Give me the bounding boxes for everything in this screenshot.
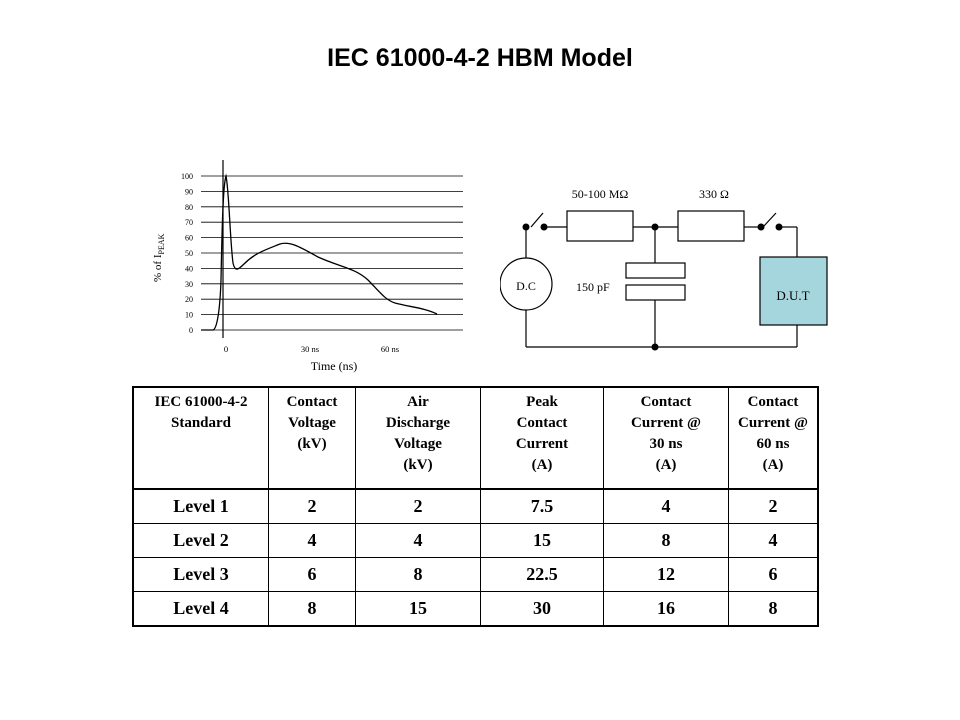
y-axis-label-sub: PEAK xyxy=(157,233,166,254)
current-60ns-cell: 4 xyxy=(728,523,818,558)
current-waveform-graph: 0 10 20 30 40 50 60 70 80 90 100 0 30 ns 60 ns Tim… xyxy=(152,160,463,373)
air-discharge-voltage-cell: 8 xyxy=(355,557,481,592)
dut-box xyxy=(759,256,828,326)
air-discharge-voltage-cell: 2 xyxy=(355,488,481,524)
capacitor-label: 150 pF xyxy=(576,280,610,294)
peak-current-cell: 15 xyxy=(480,523,604,558)
current-30ns-cell: 4 xyxy=(603,488,729,524)
peak-current-cell: 22.5 xyxy=(480,557,604,592)
y-tick-label: 10 xyxy=(185,311,193,320)
table-row: Level 4 8 15 30 16 8 xyxy=(133,591,818,626)
table-row: Level 2 4 4 15 8 4 xyxy=(133,523,818,558)
y-axis-label-main: % of I xyxy=(152,254,164,282)
x-tick-label: 60 ns xyxy=(381,344,399,354)
contact-voltage-cell: 4 xyxy=(268,523,356,558)
current-30ns-cell: 8 xyxy=(603,523,729,558)
resistor2-label: 330 Ω xyxy=(699,187,729,201)
current-30ns-cell: 16 xyxy=(603,591,729,626)
resistor-330 xyxy=(677,210,745,242)
y-tick-label: 0 xyxy=(189,326,193,335)
y-tick-label: 20 xyxy=(185,295,193,304)
contact-voltage-cell: 6 xyxy=(268,557,356,592)
x-tick-label: 0 xyxy=(224,344,228,354)
header-contact-current-60ns: Contact Current @ 60 ns (A) xyxy=(728,387,818,490)
contact-voltage-cell: 2 xyxy=(268,488,356,524)
level-cell: Level 3 xyxy=(133,557,269,592)
capacitor-plate-bottom xyxy=(625,284,686,301)
header-contact-current-30ns: Contact Current @ 30 ns (A) xyxy=(603,387,729,490)
y-tick-label: 80 xyxy=(185,203,193,212)
y-tick-label: 100 xyxy=(181,172,193,181)
junction-dots xyxy=(522,223,783,351)
y-axis-label: % of IPEAK xyxy=(152,233,166,282)
header-contact-voltage: Contact Voltage (kV) xyxy=(268,387,356,490)
peak-current-cell: 7.5 xyxy=(480,488,604,524)
air-discharge-voltage-cell: 15 xyxy=(355,591,481,626)
level-cell: Level 1 xyxy=(133,488,269,524)
current-waveform-curve xyxy=(201,173,438,331)
table-row: Level 3 6 8 22.5 12 6 xyxy=(133,557,818,592)
esd-level-table: IEC 61000-4-2 Standard Contact Voltage (… xyxy=(132,386,819,627)
resistor-50-100m xyxy=(566,210,634,242)
y-tick-label: 50 xyxy=(185,249,193,258)
circuit-wires xyxy=(525,212,798,348)
dc-source xyxy=(500,257,553,311)
y-tick-label: 70 xyxy=(185,218,193,227)
dut-label: D.U.T xyxy=(776,288,809,303)
level-cell: Level 2 xyxy=(133,523,269,558)
table-row: Level 1 2 2 7.5 4 2 xyxy=(133,488,818,524)
capacitor-plate-top xyxy=(625,262,686,279)
current-60ns-cell: 2 xyxy=(728,488,818,524)
air-discharge-voltage-cell: 4 xyxy=(355,523,481,558)
y-tick-label: 60 xyxy=(185,234,193,243)
table-header-row: IEC 61000-4-2 Standard Contact Voltage (… xyxy=(133,387,818,490)
contact-voltage-cell: 8 xyxy=(268,591,356,626)
header-peak-contact-current: Peak Contact Current (A) xyxy=(480,387,604,490)
peak-current-cell: 30 xyxy=(480,591,604,626)
header-standard: IEC 61000-4-2 Standard xyxy=(133,387,269,490)
page-title: IEC 61000-4-2 HBM Model xyxy=(327,44,633,72)
graph-grid xyxy=(201,175,463,331)
dc-source-label: D.C xyxy=(516,279,536,293)
current-60ns-cell: 6 xyxy=(728,557,818,592)
x-tick-labels: 0 30 ns 60 ns xyxy=(224,344,399,354)
current-30ns-cell: 12 xyxy=(603,557,729,592)
hbm-circuit-diagram: 50-100 MΩ 330 Ω D.C 150 pF D.U.T xyxy=(500,187,828,351)
x-tick-label: 30 ns xyxy=(301,344,319,354)
y-tick-labels: 0 10 20 30 40 50 60 70 80 90 100 xyxy=(181,172,193,335)
header-air-discharge-voltage: Air Discharge Voltage (kV) xyxy=(355,387,481,490)
level-cell: Level 4 xyxy=(133,591,269,626)
x-axis-label: Time (ns) xyxy=(311,359,358,373)
y-tick-label: 30 xyxy=(185,280,193,289)
y-tick-label: 90 xyxy=(185,187,193,196)
current-60ns-cell: 8 xyxy=(728,591,818,626)
y-tick-label: 40 xyxy=(185,264,193,273)
resistor1-label: 50-100 MΩ xyxy=(572,187,629,201)
